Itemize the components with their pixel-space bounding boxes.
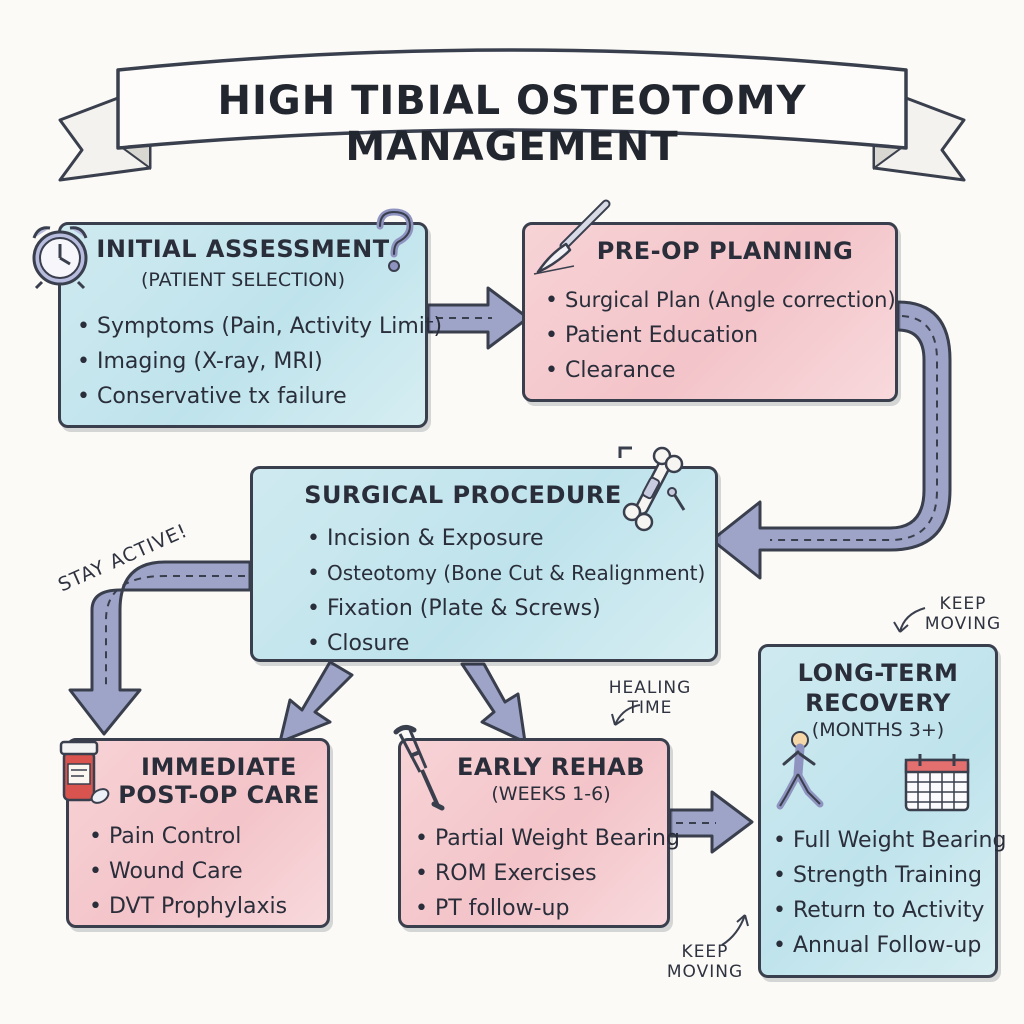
question-mark-icon	[376, 208, 414, 272]
immediate-postop-title-line1: IMMEDIATE	[141, 753, 297, 781]
immediate-postop-list: Pain Control Wound Care DVT Prophylaxis	[89, 819, 287, 924]
long-term-title-line2: RECOVERY	[805, 689, 951, 717]
list-item: Incision & Exposure	[307, 521, 705, 556]
preop-planning-list: Surgical Plan (Angle correction) Patient…	[545, 283, 896, 388]
list-item: Closure	[307, 626, 705, 661]
early-rehab-subtitle: (WEEKS 1-6)	[491, 783, 611, 805]
early-rehab-list: Partial Weight Bearing ROM Exercises PT …	[415, 821, 680, 926]
initial-assessment-subtitle: (PATIENT SELECTION)	[141, 269, 345, 291]
list-item: Partial Weight Bearing	[415, 821, 680, 856]
page-title: HIGH TIBIAL OSTEOTOMY MANAGEMENT	[217, 78, 807, 170]
arrow-surgical-to-immediate	[68, 560, 252, 736]
pill-bottle-icon	[59, 740, 110, 804]
initial-assessment-title: INITIAL ASSESSMENT	[96, 235, 390, 263]
note-keep-top-line1: KEEP	[939, 594, 987, 614]
arrow-preop-to-surgical	[710, 300, 952, 580]
list-item: Symptoms (Pain, Activity Limit)	[77, 309, 442, 344]
list-item: Wound Care	[89, 854, 287, 889]
surgical-procedure-title: SURGICAL PROCEDURE	[304, 481, 622, 509]
note-keep-bottom-line2: MOVING	[666, 962, 744, 982]
healing-time-pointer	[611, 704, 641, 726]
crutch-icon	[393, 724, 445, 811]
list-item: Pain Control	[89, 819, 287, 854]
list-item: Imaging (X-ray, MRI)	[77, 344, 442, 379]
arrow-initial-to-preop	[426, 286, 530, 350]
immediate-postop-title-line2: POST-OP CARE	[118, 781, 320, 809]
list-item: ROM Exercises	[415, 856, 680, 891]
list-item: DVT Prophylaxis	[89, 889, 287, 924]
keep-moving-top-pointer	[893, 607, 926, 633]
note-keep-bottom-line1: KEEP	[681, 942, 729, 962]
note-healing-line2: TIME	[627, 698, 673, 718]
bone-plate-screw-icon	[618, 446, 686, 532]
list-item: Annual Follow-up	[773, 928, 1006, 963]
list-item: Strength Training	[773, 858, 1006, 893]
calendar-icon	[904, 754, 970, 812]
box-early-rehab: EARLY REHAB (WEEKS 1-6) Partial Weight B…	[398, 738, 680, 928]
walking-person-icon	[776, 731, 824, 810]
preop-planning-title: PRE-OP PLANNING	[596, 237, 854, 265]
long-term-list: Full Weight Bearing Strength Training Re…	[773, 823, 1006, 963]
list-item: PT follow-up	[415, 891, 680, 926]
note-keep-top-line2: MOVING	[924, 614, 1002, 634]
box-surgical-procedure: SURGICAL PROCEDURE Incision & Exposure O…	[250, 466, 718, 662]
list-item: Conservative tx failure	[77, 379, 442, 414]
title-banner-ribbon	[58, 48, 966, 182]
arrow-surgical-to-immediate-diagonal	[278, 660, 354, 744]
long-term-title-line1: LONG-TERM	[797, 659, 959, 687]
list-item: Clearance	[545, 353, 896, 388]
box-initial-assessment: INITIAL ASSESSMENT (PATIENT SELECTION) S…	[58, 222, 442, 428]
list-item: Patient Education	[545, 318, 896, 353]
list-item: Osteotomy (Bone Cut & Realignment)	[307, 556, 705, 591]
note-healing-time: HEALING TIME	[600, 678, 700, 718]
keep-moving-bottom-pointer	[721, 914, 749, 946]
early-rehab-title: EARLY REHAB	[456, 753, 646, 781]
list-item: Return to Activity	[773, 893, 1006, 928]
list-item: Fixation (Plate & Screws)	[307, 591, 705, 626]
long-term-subtitle: (MONTHS 3+)	[811, 719, 945, 741]
note-healing-line1: HEALING	[608, 678, 692, 698]
list-item: Surgical Plan (Angle correction)	[545, 283, 896, 318]
arrow-rehab-to-longterm	[668, 790, 754, 854]
box-immediate-postop-care: IMMEDIATE POST-OP CARE Pain Control Woun…	[66, 738, 330, 928]
list-item: Full Weight Bearing	[773, 823, 1006, 858]
alarm-clock-icon	[32, 226, 88, 290]
surgical-procedure-list: Incision & Exposure Osteotomy (Bone Cut …	[307, 521, 705, 661]
initial-assessment-list: Symptoms (Pain, Activity Limit) Imaging …	[77, 309, 442, 414]
box-preop-planning: PRE-OP PLANNING Surgical Plan (Angle cor…	[522, 222, 898, 402]
note-keep-moving-bottom: KEEP MOVING	[660, 942, 750, 982]
note-keep-moving-top: KEEP MOVING	[918, 594, 1008, 634]
scalpel-icon	[533, 199, 611, 275]
arrow-surgical-to-rehab	[460, 662, 527, 744]
